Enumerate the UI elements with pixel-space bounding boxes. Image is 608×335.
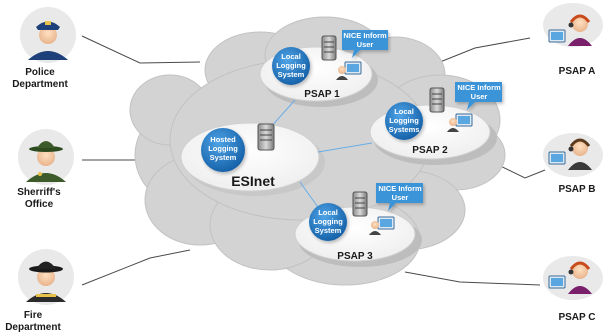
fire-connector (81, 249, 191, 286)
psap-b-label: PSAP B (558, 184, 595, 195)
site-3-badge-line2: Logging (313, 217, 343, 226)
site-1-callout-line1: NICE Inform (343, 31, 387, 40)
police-label-line1: Police (25, 67, 55, 78)
site-2-title: PSAP 2 (412, 145, 448, 156)
site-3-badge-line1: Local (318, 208, 338, 217)
site-2-server-icon (429, 87, 445, 113)
hub-badge-line3: System (210, 153, 237, 162)
site-3-user-icon (369, 216, 395, 235)
sheriff-label-line1: Sherriff's (17, 187, 61, 198)
hub-badge-line1: Hosted (210, 135, 236, 144)
site-1-callout-line2: User (357, 40, 374, 49)
psap-a-operator-icon (543, 3, 603, 47)
police-icon (20, 7, 76, 63)
psap-b-operator-icon (543, 133, 603, 177)
site-3-callout-line2: User (392, 193, 409, 202)
site-1-callout (342, 30, 388, 58)
site-2-callout (455, 82, 502, 110)
site-3-badge (309, 203, 347, 241)
site-2-badge (385, 102, 423, 140)
sheriff-icon (18, 129, 74, 185)
psap-c-operator-icon (543, 256, 603, 300)
psap-c-label: PSAP C (558, 312, 595, 323)
site-3-server-icon (352, 191, 368, 217)
hub-badge-line2: Logging (208, 144, 238, 153)
site-2-badge-line3: Systems (389, 125, 420, 134)
site-3-badge-line3: System (315, 226, 342, 235)
site-1-user-icon (336, 61, 362, 80)
hosted-logging-badge (201, 128, 245, 172)
network-links (269, 99, 373, 211)
fire-label-line1: Fire (24, 310, 43, 321)
sheriff-label-line2: Office (25, 199, 54, 210)
site-2-callout-line2: User (471, 92, 488, 101)
site-1-badge-line1: Local (281, 52, 301, 61)
site-3-callout-line1: NICE Inform (378, 184, 422, 193)
fire-label-line2: Department (5, 322, 61, 333)
police-label-line2: Department (12, 79, 68, 90)
site-1-badge-line3: System (278, 70, 305, 79)
police-connector (81, 35, 201, 64)
site-2-badge-line1: Local (394, 107, 414, 116)
site-3-callout (376, 183, 423, 211)
site-1-server-icon (321, 35, 337, 61)
site-1-badge-line2: Logging (276, 61, 306, 70)
psapc-connector (404, 271, 541, 286)
site-2-user-icon (447, 113, 473, 132)
site-2-callout-line1: NICE Inform (457, 83, 501, 92)
site-2-badge-line2: Logging (389, 116, 419, 125)
site-1-badge (272, 47, 310, 85)
site-3-title: PSAP 3 (337, 251, 373, 262)
site-1-title: PSAP 1 (304, 89, 340, 100)
psap-a-label: PSAP A (559, 66, 596, 77)
hub-title: ESInet (231, 173, 275, 189)
firefighter-icon (18, 249, 74, 305)
hub-server-icon (257, 123, 275, 151)
